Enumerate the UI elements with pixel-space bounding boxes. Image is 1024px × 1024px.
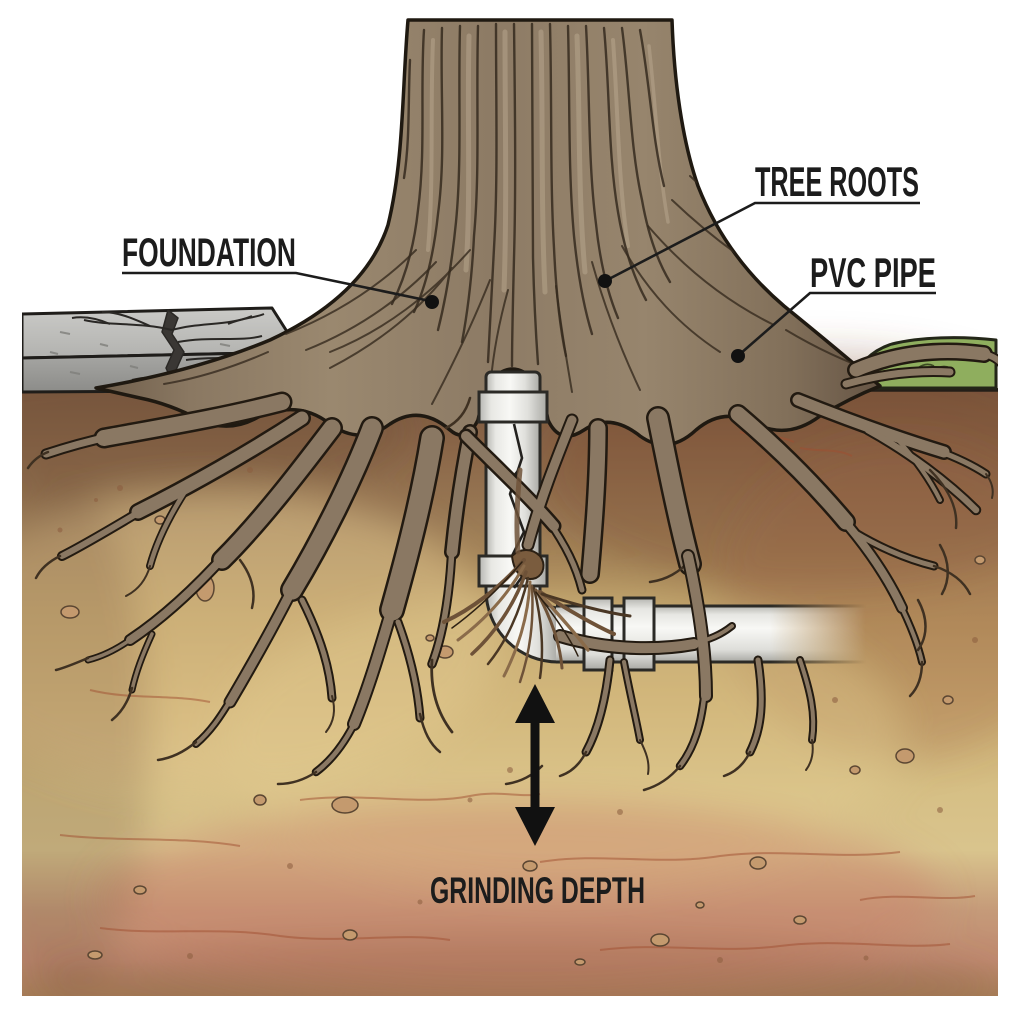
- root-intrusion: [442, 467, 632, 684]
- label-foundation-group: FOUNDATION: [122, 231, 439, 309]
- arrow-head-down: [515, 807, 555, 846]
- label-pvc-pipe-group: PVC PIPE: [731, 249, 936, 363]
- leader-dot-pvc-pipe: [731, 349, 745, 363]
- arrow-head-up: [515, 684, 555, 723]
- fine-rootlets: [26, 396, 994, 786]
- pipe-coupling-upper: [477, 390, 549, 424]
- soil: [0, 350, 1024, 1024]
- roots-over-pipe: [458, 413, 818, 792]
- label-tree-roots: TREE ROOTS: [755, 158, 919, 205]
- label-foundation: FOUNDATION: [122, 231, 296, 275]
- label-pvc-pipe: PVC PIPE: [810, 249, 936, 296]
- bark-highlights: [426, 29, 670, 295]
- label-tree-roots-group: TREE ROOTS: [598, 158, 920, 288]
- soil-pebbles: [57, 467, 986, 966]
- leader-foundation: [122, 271, 431, 303]
- pipe-coupling-h2: [622, 596, 656, 672]
- label-grinding-depth: GRINDING DEPTH: [430, 870, 645, 911]
- root-system: [26, 342, 1005, 786]
- bark-lines: [390, 22, 672, 368]
- leader-tree-roots: [606, 201, 920, 282]
- leader-dot-tree-roots: [598, 274, 612, 288]
- leader-pvc-pipe: [739, 291, 936, 355]
- leader-dot-foundation: [425, 295, 439, 309]
- grinding-depth-arrow: [515, 684, 555, 846]
